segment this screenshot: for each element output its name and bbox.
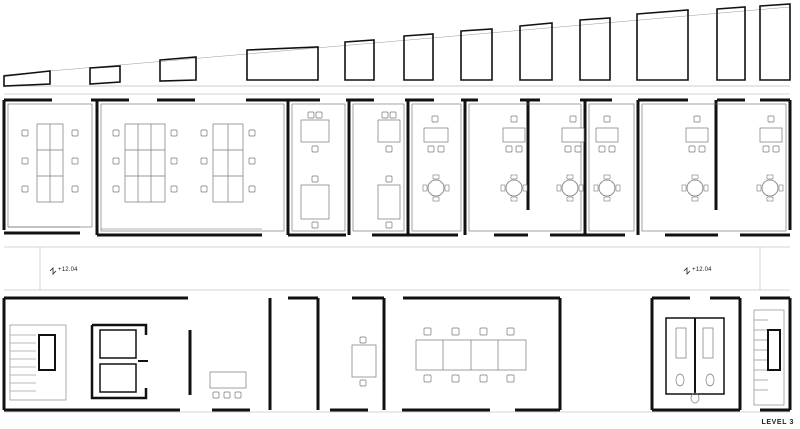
lower-walls [2, 296, 792, 412]
corridor-lines [4, 93, 790, 413]
stair-core-left [9, 324, 67, 401]
round-tables [422, 174, 784, 202]
workstation-cluster-1 [21, 123, 79, 203]
stair-core-right [753, 309, 785, 406]
level-marker-icon [49, 267, 691, 275]
lower-furniture [209, 327, 527, 399]
level-label: LEVEL 3 [761, 419, 794, 426]
elevation-label-left: +12.04 [58, 267, 78, 273]
wall-liners [7, 103, 787, 232]
restroom-core [665, 317, 725, 404]
workstation-cluster-3 [200, 123, 256, 203]
elevator-core [90, 323, 148, 400]
facade-canopy [3, 3, 791, 87]
workstation-cluster-2 [112, 123, 178, 203]
office-furniture [300, 111, 783, 229]
elevation-label-right: +12.04 [692, 267, 712, 273]
upper-walls [2, 98, 792, 237]
